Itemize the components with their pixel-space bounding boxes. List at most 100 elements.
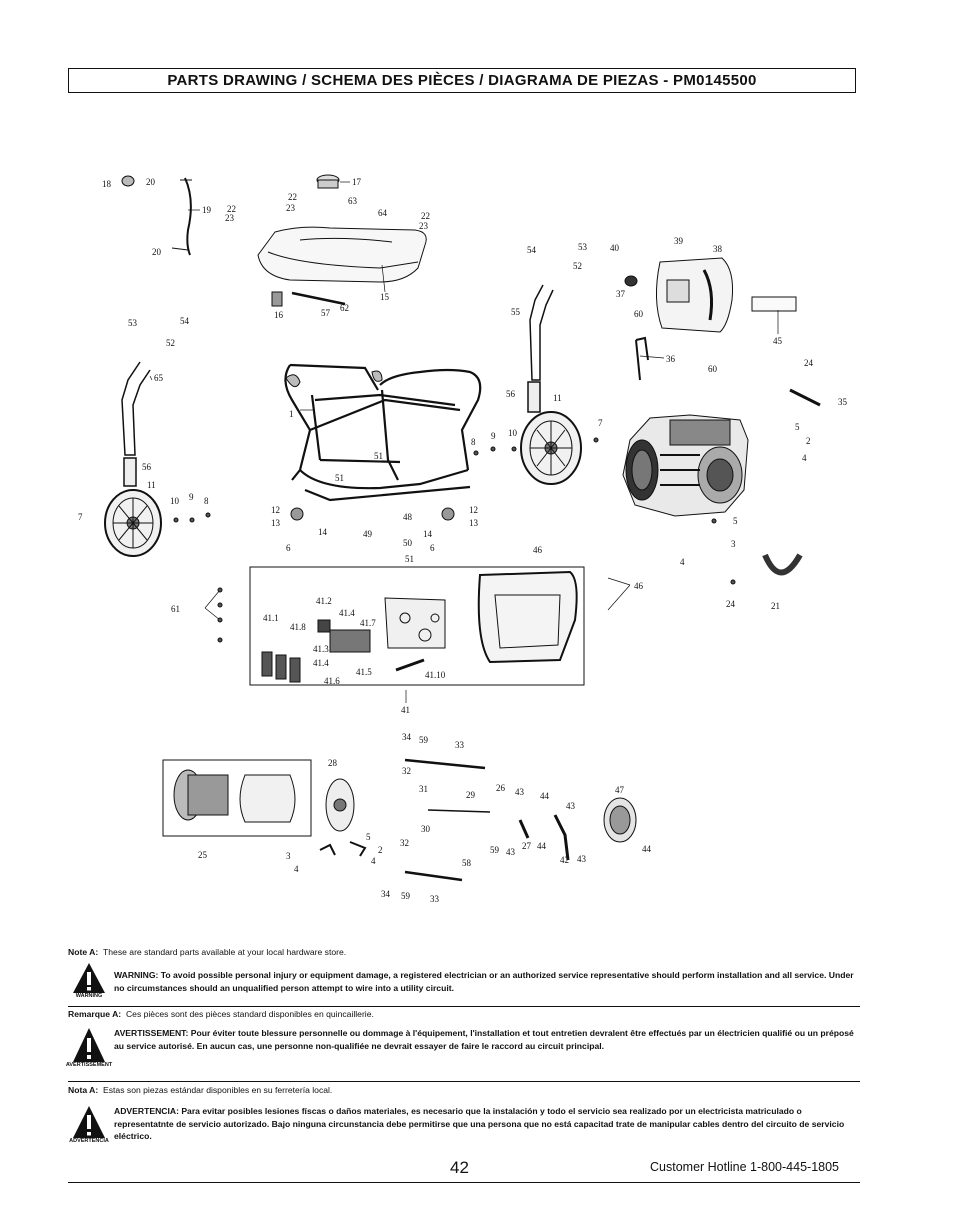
part-label: 15 <box>380 292 390 302</box>
part-label: 59 <box>401 891 411 901</box>
part-labels: 18 20 19 20 17 22 23 63 64 22 23 22 23 1… <box>78 177 848 904</box>
part-label: 49 <box>363 529 373 539</box>
part-label: 30 <box>421 824 431 834</box>
part-label: 34 <box>381 889 391 899</box>
part-label: 16 <box>274 310 284 320</box>
part-label: 9 <box>189 492 194 502</box>
part-label: 50 <box>403 538 413 548</box>
part-label: 3 <box>731 539 736 549</box>
part-label: 4 <box>680 557 685 567</box>
part-label: 33 <box>455 740 465 750</box>
note-text: These are standard parts available at yo… <box>103 947 347 957</box>
part-label: 23 <box>286 203 296 213</box>
note-english: Note A: These are standard parts availab… <box>68 947 346 957</box>
fastener-drawings <box>173 437 736 643</box>
part-label: 41.4 <box>313 658 329 668</box>
part-label: 22 <box>227 204 236 214</box>
part-label: 19 <box>202 205 212 215</box>
part-label: 51 <box>374 451 383 461</box>
part-label: 12 <box>469 505 478 515</box>
part-label: 52 <box>166 338 175 348</box>
part-label: 24 <box>804 358 814 368</box>
part-label: 65 <box>154 373 164 383</box>
warning-icon-caption: WARNING <box>75 993 103 999</box>
part-label: 46 <box>634 581 644 591</box>
part-label: 20 <box>152 247 162 257</box>
part-label: 11 <box>147 480 156 490</box>
part-label: 12 <box>271 505 280 515</box>
part-label: 39 <box>674 236 684 246</box>
part-label: 6 <box>430 543 435 553</box>
part-label: 38 <box>713 244 723 254</box>
part-label: 64 <box>378 208 388 218</box>
fuel-tank-drawing <box>121 174 427 307</box>
part-label: 45 <box>773 336 783 346</box>
part-label: 7 <box>598 418 603 428</box>
wheel-left-drawing <box>104 489 162 557</box>
part-label: 33 <box>430 894 440 904</box>
parts-diagram: 18 20 19 20 17 22 23 63 64 22 23 22 23 1… <box>78 174 848 904</box>
customer-hotline: Customer Hotline 1-800-445-1805 <box>650 1160 839 1174</box>
part-label: 51 <box>405 554 414 564</box>
frame-drawing <box>284 363 482 502</box>
part-label: 9 <box>491 431 496 441</box>
handle-drawing <box>121 284 554 487</box>
page-title: PARTS DRAWING / SCHEMA DES PIÈCES / DIAG… <box>167 72 757 89</box>
warning-icon: ADVERTENCIA <box>68 1105 110 1144</box>
part-label: 4 <box>371 856 376 866</box>
part-label: 44 <box>540 791 550 801</box>
part-label: 21 <box>771 601 780 611</box>
warning-text: WARNING: To avoid possible personal inju… <box>114 970 854 993</box>
part-label: 43 <box>577 854 587 864</box>
part-label: 8 <box>204 496 209 506</box>
part-label: 5 <box>795 422 800 432</box>
part-label: 59 <box>419 735 429 745</box>
part-label: 52 <box>573 261 582 271</box>
leader-lines <box>149 181 779 703</box>
warning-french: AVERTISSEMENT AVERTISSEMENT: Pour éviter… <box>66 1027 860 1068</box>
part-label: 6 <box>286 543 291 553</box>
part-label: 29 <box>466 790 476 800</box>
part-label: 40 <box>610 243 620 253</box>
part-label: 27 <box>522 841 532 851</box>
part-label: 18 <box>102 179 112 189</box>
note-french: Remarque A: Ces pièces sont des pièces s… <box>68 1009 374 1019</box>
part-label: 17 <box>352 177 362 187</box>
part-label: 43 <box>506 847 516 857</box>
warning-text: ADVERTENCIA: Para evitar posibles lesion… <box>114 1106 845 1141</box>
part-label: 41.7 <box>360 618 376 628</box>
part-label: 37 <box>616 289 626 299</box>
part-label: 23 <box>225 213 235 223</box>
part-label: 10 <box>170 496 180 506</box>
control-panel-drawing <box>261 570 578 683</box>
part-label: 26 <box>496 783 506 793</box>
part-label: 25 <box>198 850 208 860</box>
warning-icon-caption: ADVERTENCIA <box>69 1138 109 1144</box>
part-label: 46 <box>533 545 543 555</box>
divider <box>68 1006 860 1007</box>
engine-drawing <box>622 388 821 576</box>
part-label: 41.1 <box>263 613 279 623</box>
part-label: 28 <box>328 758 338 768</box>
part-label: 41.5 <box>356 667 372 677</box>
part-label: 55 <box>511 307 521 317</box>
part-label: 61 <box>171 604 180 614</box>
part-label: 32 <box>402 766 411 776</box>
part-label: 1 <box>289 409 294 419</box>
part-label: 4 <box>802 453 807 463</box>
warning-english: WARNING WARNING: To avoid possible perso… <box>68 962 860 999</box>
note-spanish: Nota A: Estas son piezas estándar dispon… <box>68 1085 332 1095</box>
part-label: 59 <box>490 845 500 855</box>
part-label: 51 <box>335 473 344 483</box>
wheel-right-drawing <box>520 411 582 485</box>
part-label: 48 <box>403 512 413 522</box>
part-label: 60 <box>634 309 644 319</box>
part-label: 58 <box>462 858 472 868</box>
part-label: 20 <box>146 177 156 187</box>
note-label: Note A: <box>68 947 99 957</box>
part-label: 23 <box>419 221 429 231</box>
notes-section: Note A: These are standard parts availab… <box>66 945 860 1155</box>
part-label: 14 <box>423 529 433 539</box>
warning-spanish: ADVERTENCIA ADVERTENCIA: Para evitar pos… <box>68 1105 860 1144</box>
part-label: 13 <box>271 518 281 528</box>
